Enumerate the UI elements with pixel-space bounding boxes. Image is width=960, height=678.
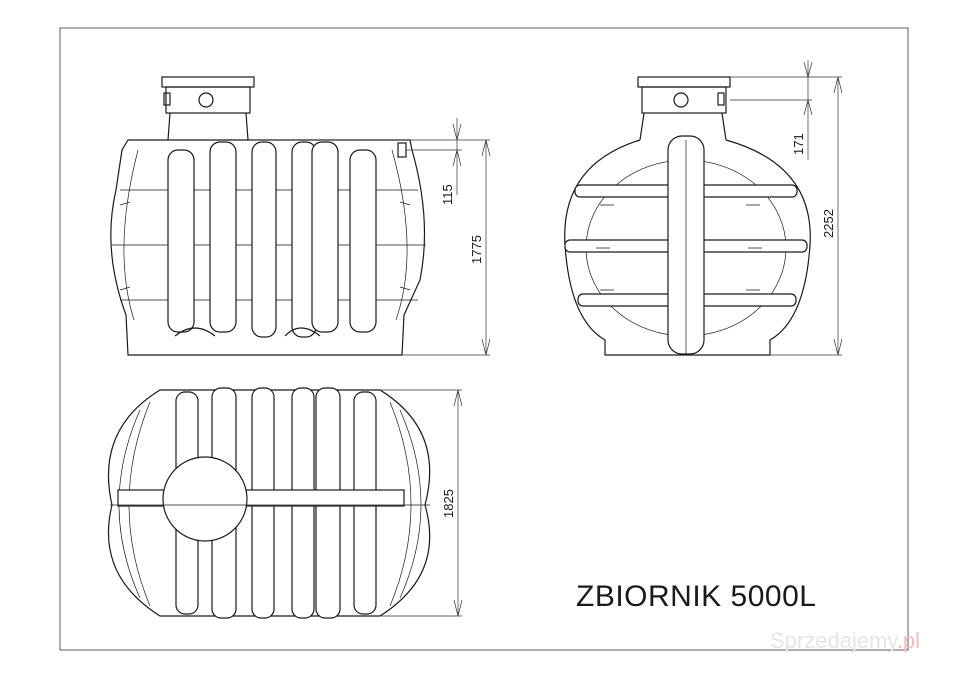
dim-115: 115	[440, 184, 455, 205]
watermark: Sprzedajemy.pl	[770, 628, 920, 654]
side-dimensions	[730, 60, 843, 356]
side-view	[564, 76, 811, 356]
dim-1825: 1825	[441, 489, 456, 518]
watermark-suffix: .pl	[896, 628, 921, 653]
top-dimensions	[380, 389, 463, 617]
dim-171: 171	[791, 133, 806, 155]
top-view	[108, 387, 431, 619]
drawing-title: ZBIORNIK 5000L	[576, 580, 817, 613]
watermark-text: Sprzedajemy	[770, 628, 897, 653]
front-dimensions	[250, 118, 491, 356]
dim-1775: 1775	[469, 235, 484, 264]
front-view	[110, 76, 426, 356]
drawing-frame	[59, 27, 909, 651]
dim-2252: 2252	[821, 209, 836, 238]
